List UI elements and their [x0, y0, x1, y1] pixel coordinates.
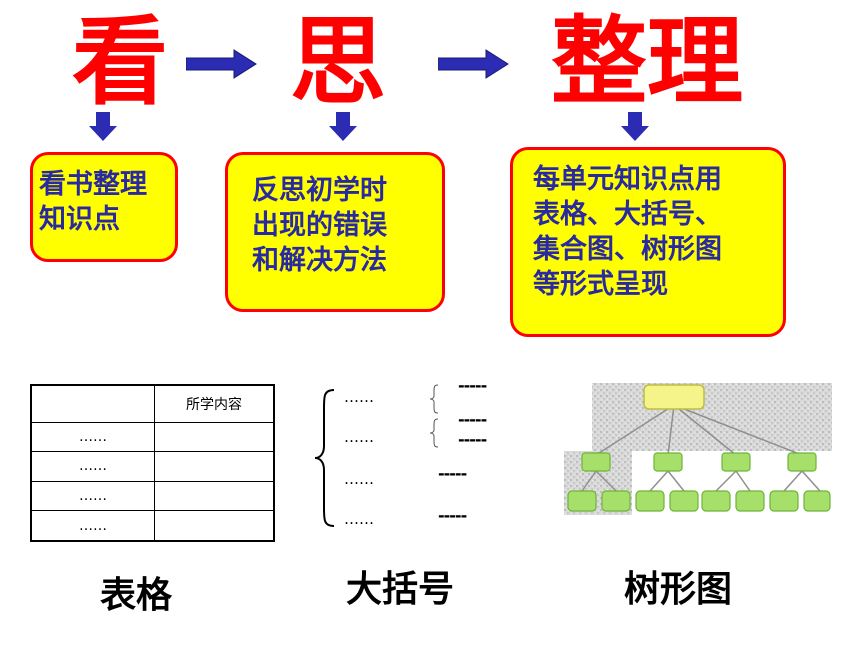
tree-leaf [769, 490, 799, 512]
tree-leaf [735, 490, 765, 512]
brace-item: …… [344, 388, 374, 406]
table-row: …… [30, 421, 275, 453]
table-row: …… [30, 480, 275, 512]
tree-node [787, 452, 817, 472]
table-header-cell: 所学内容 [154, 384, 275, 423]
brace-dash: ----- [438, 464, 467, 483]
tree-leaf [567, 490, 597, 512]
tree-node [581, 452, 611, 472]
tree-leaf [601, 490, 631, 512]
box-line: 反思初学时 [252, 175, 387, 206]
table-cell: …… [30, 480, 155, 512]
table-cell [154, 451, 275, 482]
down-arrow-icon [329, 112, 357, 141]
box-line: 出现的错误 [252, 210, 387, 241]
tree-node [721, 452, 751, 472]
box-read-books: 看书整理 知识点 [30, 152, 178, 262]
table-row: 所学内容 [30, 384, 275, 423]
table-cell [154, 421, 275, 453]
table-cell: …… [30, 421, 155, 453]
brace-item: …… [344, 510, 374, 528]
right-arrow-icon [186, 49, 257, 79]
tree-leaf [803, 490, 831, 512]
box-line: 等形式呈现 [533, 269, 668, 300]
small-brace-icon [429, 384, 439, 414]
brace-item: …… [344, 470, 374, 488]
down-arrow-icon [621, 112, 649, 141]
table-cell: …… [30, 510, 155, 542]
right-arrow-icon [438, 49, 509, 79]
tree-root-node [643, 384, 705, 410]
tree-leaf [669, 490, 699, 512]
flow-step-think: 思 [290, 5, 386, 118]
brace-dash: ----- [458, 430, 487, 449]
table-row: …… [30, 451, 275, 482]
caption-brace: 大括号 [346, 569, 455, 610]
box-line: 每单元知识点用 [533, 164, 722, 195]
caption-tree: 树形图 [624, 569, 733, 610]
down-arrow-icon [89, 112, 117, 141]
small-brace-icon [429, 418, 439, 448]
table-example: 所学内容 …… …… …… …… [30, 384, 275, 542]
brace-item: …… [344, 428, 374, 446]
box-line: 表格、大括号、 [533, 199, 722, 230]
table-cell [154, 510, 275, 542]
table-row: …… [30, 510, 275, 542]
box-line: 集合图、树形图 [533, 234, 722, 265]
tree-node [653, 452, 683, 472]
flow-step-organize: 整理 [551, 5, 743, 118]
box-organize-forms: 每单元知识点用 表格、大括号、 集合图、树形图 等形式呈现 [510, 147, 786, 337]
brace-dash: ----- [438, 506, 467, 525]
brace-dash: ----- [458, 376, 487, 395]
box-line: 知识点 [39, 204, 120, 235]
caption-table: 表格 [100, 575, 173, 616]
flow-step-look: 看 [72, 5, 168, 118]
big-brace-icon [314, 389, 335, 527]
tree-leaf [635, 490, 665, 512]
box-line: 看书整理 [39, 169, 147, 200]
table-cell [30, 384, 155, 423]
tree-diagram [564, 383, 832, 515]
box-reflect-errors: 反思初学时 出现的错误 和解决方法 [225, 152, 445, 312]
table-cell: …… [30, 451, 155, 482]
table-cell [154, 480, 275, 512]
box-line: 和解决方法 [252, 245, 387, 276]
tree-leaf [701, 490, 731, 512]
brace-dash: ----- [458, 410, 487, 429]
